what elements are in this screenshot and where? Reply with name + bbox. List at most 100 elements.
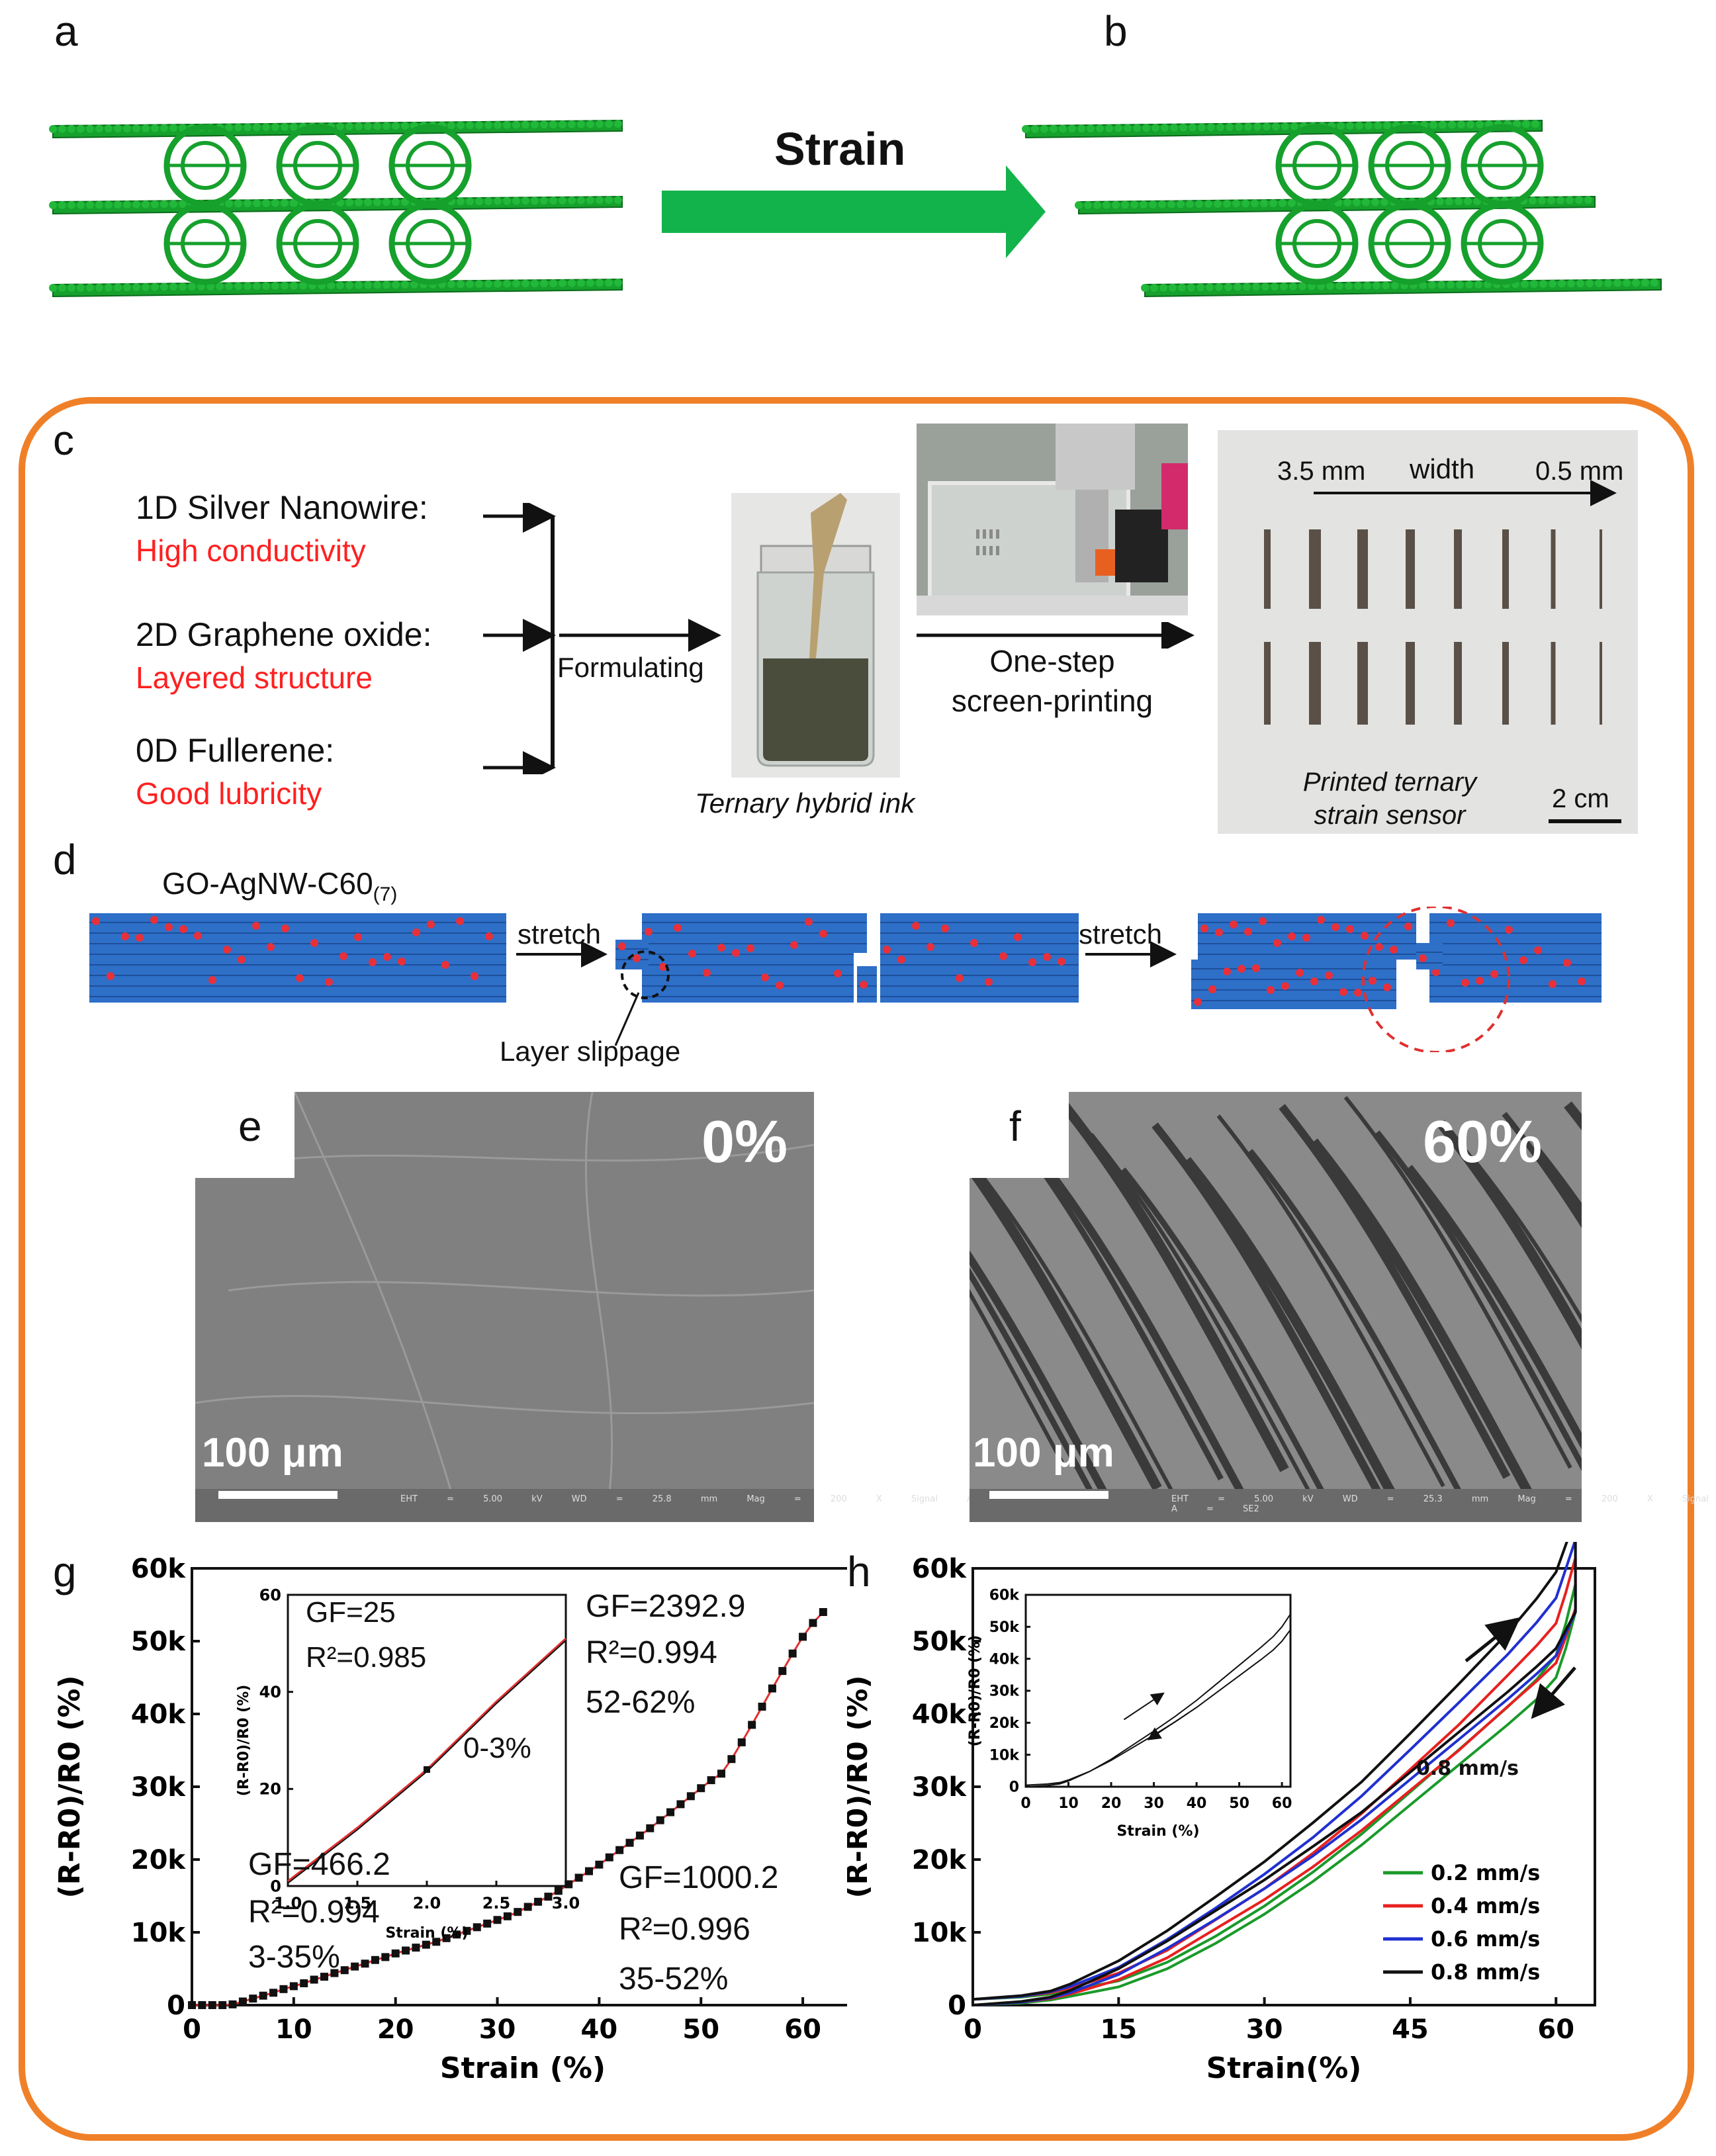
chart-h-x-tick-label: 0 [964,2014,982,2045]
carbon-atom [1178,283,1186,292]
carbon-atom [1522,120,1530,128]
chart-g-x-tick-label: 20 [377,2014,414,2045]
c60-dot [238,956,246,964]
carbon-atom [540,279,548,288]
sem-scale-label-e: 100 μm [202,1430,343,1476]
legend-label: 0.6 mm/s [1431,1926,1540,1952]
sensor-strip [1357,529,1368,609]
c60-dot [674,924,682,932]
carbon-atom [1595,279,1603,287]
carbon-atom [216,282,224,291]
data-point [707,1776,715,1785]
data-point [656,1816,664,1824]
data-point [422,1940,430,1949]
carbon-atom [1281,122,1289,130]
formulating-bracket [483,503,721,774]
carbon-atom [151,283,159,291]
carbon-atom [364,122,372,130]
legend-label: 0.8 mm/s [1431,1959,1540,1985]
c60-dot [688,950,696,958]
panel-label-e: e [238,1102,262,1150]
fit-gf-35-52: GF=1000.2 [619,1860,779,1895]
data-point [717,1770,725,1778]
c60-dot [985,978,993,986]
crack [970,1158,1162,1491]
inset-h-y-tick-label: 0 [1009,1779,1019,1796]
carbon-atom [373,122,381,130]
c60-dot [427,921,435,928]
carbon-atom [503,120,511,129]
carbon-atom [1068,124,1076,133]
c60-dot [1215,928,1223,936]
carbon-atom [160,283,168,291]
crack [1310,1138,1543,1515]
legend-label: 0.4 mm/s [1431,1893,1540,1918]
c60-dot [339,952,347,960]
carbon-atom [1650,279,1658,287]
carbon-atom [1133,124,1141,132]
carbon-atom [559,120,566,128]
carbon-atom [1251,199,1259,208]
chart-g-y-tick-label: 50k [131,1627,187,1657]
carbon-atom [1437,281,1445,289]
carbon-atom [1096,124,1104,132]
sensor-strip [1551,642,1556,725]
carbon-atom [512,279,520,288]
c60-dot [441,961,449,969]
carbon-atom [271,122,279,131]
carbon-atom [577,196,585,204]
c60-dot [179,925,187,933]
c60-dot [659,963,667,971]
inset-loading-arrow [1123,1692,1165,1721]
data-point [402,1946,410,1955]
c60-dot [383,953,391,961]
carbon-atom [1343,198,1351,206]
c60-dot [1208,985,1216,993]
carbon-atom [1465,280,1473,289]
inset-h-frame [1024,1594,1292,1788]
c60-dot [1317,916,1325,924]
c60-dot [883,946,891,954]
formulating-label: Formulating [557,652,704,683]
carbon-atom [49,125,57,133]
c60-dot [912,922,920,930]
legend-label: 0.2 mm/s [1431,1860,1540,1885]
inset-h-x-tick-label: 30 [1144,1795,1164,1812]
carbon-atom [355,122,363,130]
carbon-atom [1206,283,1214,291]
carbon-atom [1549,279,1557,288]
go-layer-block [1429,913,1602,1003]
carbon-atom [596,196,604,204]
printed-sensor-photo [1218,430,1638,834]
carbon-atom [336,281,344,289]
chart-h-y-tick-label: 60k [912,1554,968,1584]
carbon-atom [1189,123,1197,132]
data-point [605,1853,613,1862]
data-point [514,1908,522,1916]
carbon-atom [355,281,363,289]
chart-g-x-tick-label: 50 [682,2014,719,2045]
carbon-atom [1112,201,1120,209]
carbon-atom [512,120,520,129]
carbon-atom [1195,200,1203,208]
go-layer-block [89,913,506,1003]
carbon-atom [345,198,353,206]
chart-g-x-tick-label: 60 [784,2014,821,2045]
c60-dot [1534,946,1542,954]
c60-dot [165,923,173,931]
data-point [198,2001,206,2009]
data-point [799,1633,807,1641]
c60-dot [703,969,711,977]
fit-range-3-35: 3-35% [248,1940,340,1975]
carbon-atom [132,124,140,132]
data-point [300,1979,308,1987]
sensor-strip [1264,642,1271,725]
carbon-atom [1445,197,1453,206]
carbon-atom [1204,199,1212,208]
chart-h-y-tick-label: 50k [912,1627,968,1657]
loading-arrow [1465,1617,1521,1662]
panel-f-label-box [970,1092,1069,1178]
carbon-atom [1186,200,1194,208]
carbon-atom [1260,199,1268,208]
